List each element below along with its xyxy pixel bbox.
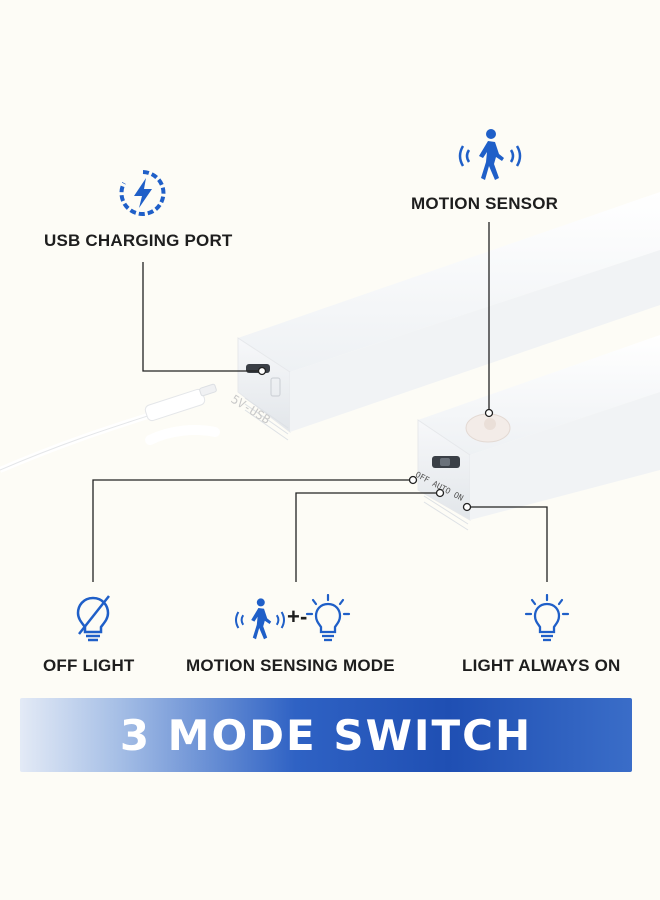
motion-sensing-mode-label: MOTION SENSING MODE (186, 656, 395, 675)
motion-person-icon (458, 129, 522, 180)
bulb-on-icon (524, 594, 570, 642)
light-off-icon (76, 595, 110, 642)
banner-title: 3 MODE SWITCH (119, 710, 533, 760)
plus-minus-symbol: +- (287, 604, 308, 629)
battery-charge-icon (119, 170, 166, 216)
upper-light-bar (237, 192, 660, 441)
mode-switch-banner: 3 MODE SWITCH (20, 698, 632, 772)
off-light-label: OFF LIGHT (43, 656, 135, 675)
usb-charging-port-label: USB CHARGING PORT (44, 231, 233, 250)
light-always-on-label: LIGHT ALWAYS ON (462, 656, 621, 675)
lower-light-bar (417, 335, 660, 531)
usb-cable (0, 383, 220, 473)
motion-person-icon (235, 598, 285, 640)
bulb-on-icon (305, 594, 351, 642)
callout-lines (92, 222, 548, 582)
motion-sensor-label: MOTION SENSOR (411, 194, 559, 213)
